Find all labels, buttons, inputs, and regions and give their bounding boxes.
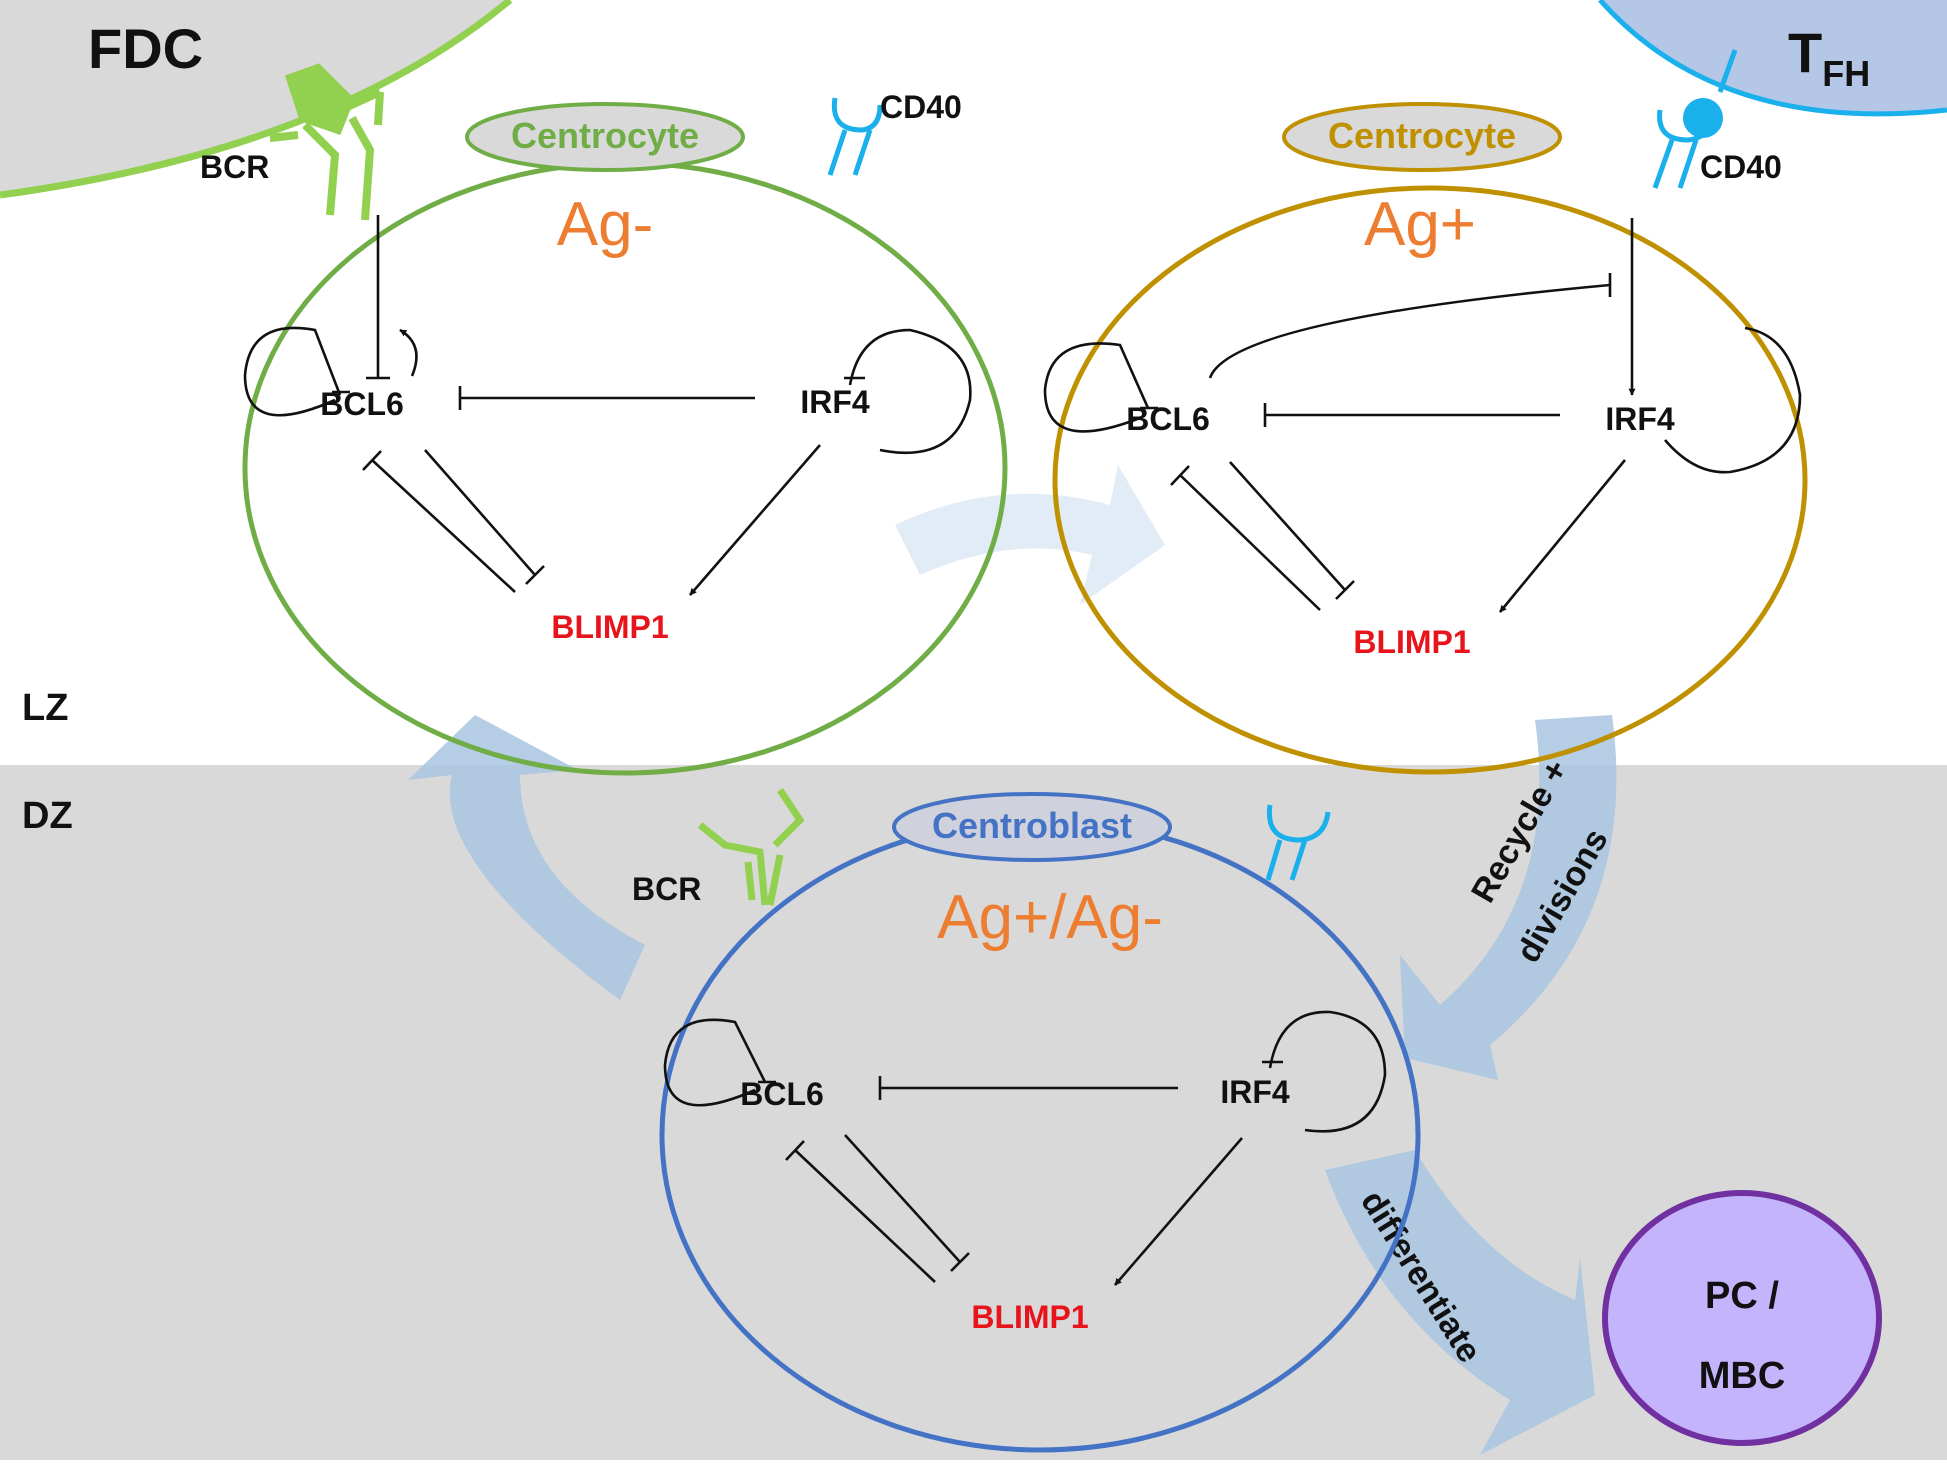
irf4-activates-blimp1-edge-ag-pos: [1498, 459, 1627, 613]
bcr-label-centroblast: BCR: [632, 871, 701, 907]
centrocyte-ag-pos-badge: [1282, 102, 1562, 172]
centrocyte-ag-pos-title: Centrocyte: [1328, 115, 1516, 156]
fdc-cell: FDC: [0, 0, 513, 199]
bcl6-self-loop-centroblast: [663, 1018, 767, 1107]
irf4-self-loop-centroblast: [1268, 1010, 1387, 1133]
centroblast-badge: [892, 792, 1172, 862]
centrocyte-ag-neg-antigen: Ag-: [557, 190, 653, 259]
pc-mbc-label-line1: PC /: [1705, 1275, 1779, 1317]
bcr-receptor-icon: [269, 63, 384, 221]
irf4-self-loop-ag-neg: [848, 328, 972, 455]
centrocyte-ag-pos-cell: Centrocyte Ag+ CD40 BCL6 IRF4 BLIMP1: [1043, 49, 1808, 775]
centrocyte-ag-neg-cell: Centrocyte Ag- BCR CD40 BCL6 IRF4 BLIMP1: [200, 63, 1008, 776]
cd40-receptor-icon: [827, 97, 883, 176]
bcr-label-centrocyte-neg: BCR: [200, 149, 269, 185]
blimp1-inhibits-bcl6-edge-centroblast: [794, 1149, 936, 1283]
irf4-activates-blimp1-edge-ag-neg: [689, 444, 821, 596]
pc-mbc-label-line2: MBC: [1699, 1355, 1786, 1397]
cd40-label-centrocyte-neg: CD40: [880, 89, 962, 125]
flow-arrow-to-centrocyte-pos: [895, 465, 1165, 605]
flow-arrow-to-light-zone: [408, 715, 645, 1000]
bcl6-inhibits-blimp1-edge-ag-neg: [424, 449, 536, 576]
centroblast-title: Centroblast: [932, 805, 1132, 846]
light-zone-label: LZ: [22, 687, 68, 729]
irf4-activates-blimp1-edge-centroblast: [1114, 1137, 1243, 1286]
fdc-label: FDC: [88, 17, 203, 80]
flow-arrow-differentiate: [1325, 1150, 1595, 1455]
bcl6-self-loop-ag-pos: [1043, 342, 1150, 433]
tfh-label: TFH: [1788, 21, 1870, 94]
blimp1-inhibits-bcl6-edge-ag-pos: [1179, 474, 1321, 611]
centroblast-antigen: Ag+/Ag-: [937, 883, 1163, 952]
cd40-receptor-icon-centroblast: [1265, 804, 1331, 881]
bcr-receptor-icon-centroblast: [697, 788, 805, 906]
blimp1-inhibits-bcl6-edge-ag-neg: [371, 459, 516, 593]
dark-zone-label: DZ: [22, 795, 73, 837]
blimp1-label-centroblast: BLIMP1: [971, 1299, 1088, 1335]
bcl6-label-centroblast: BCL6: [740, 1076, 824, 1112]
cd40-label-centrocyte-pos: CD40: [1700, 149, 1782, 185]
pc-mbc-membrane: [1602, 1190, 1882, 1446]
irf4-self-loop-ag-pos: [1664, 326, 1802, 474]
flow-arrow-recycle: [1400, 715, 1617, 1080]
irf4-label-ag-pos: IRF4: [1605, 401, 1675, 437]
tfh-cell: TFH: [1598, 0, 1947, 117]
centrocyte-ag-pos-antigen: Ag+: [1364, 190, 1476, 259]
blimp1-label-ag-neg: BLIMP1: [551, 609, 668, 645]
blimp1-label-ag-pos: BLIMP1: [1353, 624, 1470, 660]
bcl6-autoactivation-edge: [399, 328, 418, 377]
bcl6-inhibits-blimp1-edge-ag-pos: [1229, 461, 1346, 591]
irf4-label-centroblast: IRF4: [1220, 1074, 1290, 1110]
centrocyte-ag-neg-title: Centrocyte: [511, 115, 699, 156]
centrocyte-ag-pos-membrane: [1052, 185, 1808, 775]
bcl6-self-loop-ag-neg: [243, 326, 342, 417]
bcl6-inhibits-cd40-signal-edge: [1208, 283, 1611, 379]
flow-arrow-cycle: [408, 465, 1617, 1455]
irf4-label-ag-neg: IRF4: [800, 384, 870, 420]
centrocyte-ag-neg-badge: [465, 102, 745, 172]
cd40-bound-receptor-icon: [1652, 49, 1738, 189]
pc-mbc-cell: PC / MBC: [1602, 1190, 1882, 1446]
bcl6-inhibits-blimp1-edge-centroblast: [844, 1134, 961, 1263]
centroblast-cell: Centroblast Ag+/Ag- BCR BCL6 IRF4 BLIMP1: [632, 788, 1421, 1453]
